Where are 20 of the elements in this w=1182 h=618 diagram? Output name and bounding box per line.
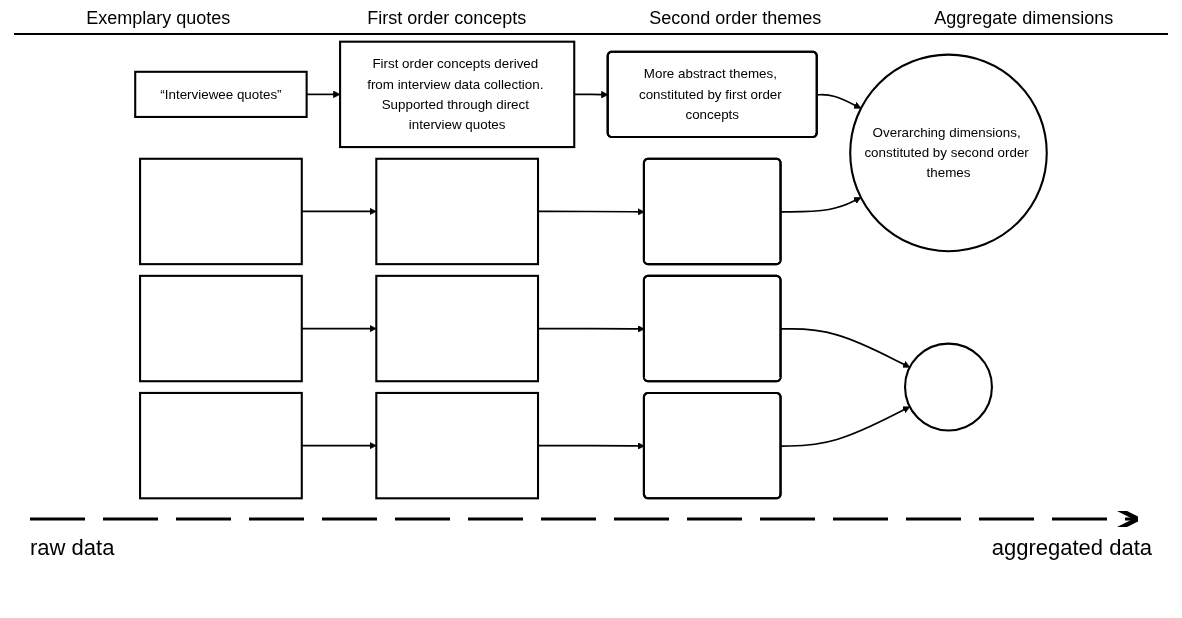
node-box: First order concepts derived from interview data collection. Supported through direct interview quotes: [339, 40, 576, 149]
arrow: [780, 406, 911, 447]
node-box: [139, 274, 303, 383]
node-circle: [904, 342, 993, 432]
arrow: [780, 328, 911, 368]
axis-label: raw data: [30, 535, 115, 561]
column-heading: Aggregate dimensions: [933, 8, 1115, 29]
node-box: [139, 157, 303, 266]
axis-label: aggregated data: [991, 535, 1152, 561]
node-box: [139, 391, 303, 500]
column-heading: First order concepts: [366, 8, 528, 29]
column-heading: Second order themes: [648, 8, 823, 29]
arrow: [816, 93, 862, 109]
node-circle: Overarching dimensions, constituted by second order themes: [849, 53, 1048, 253]
arrow: [780, 197, 862, 213]
node-box: “Interviewee quotes”: [134, 70, 308, 118]
column-heading: Exemplary quotes: [85, 8, 232, 29]
node-box: [375, 391, 540, 500]
node-box: [375, 274, 540, 383]
node-box: [375, 157, 540, 266]
